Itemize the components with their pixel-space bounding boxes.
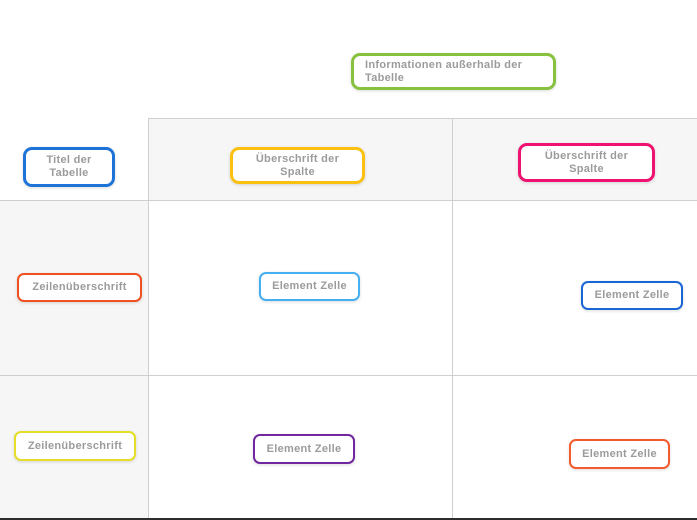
grid-line-row-divider [0,375,697,376]
row-header-column-background [0,200,148,520]
cell-label-1-1: Element Zelle [259,272,360,301]
table-title-label: Titel der Tabelle [23,147,115,187]
grid-line-header-bottom [0,200,697,201]
grid-line-column-divider-1 [148,118,149,520]
outside-info-label: Informationen außerhalb der Tabelle [351,53,556,90]
cell-label-2-2: Element Zelle [569,439,670,469]
cell-label-1-2: Element Zelle [581,281,683,310]
row-header-label-2: Zeilenüberschrift [14,431,136,461]
grid-line-column-divider-2 [452,118,453,520]
column-header-label-2: Überschrift der Spalte [518,143,655,182]
cell-label-2-1: Element Zelle [253,434,355,464]
grid-line-table-top [148,118,697,119]
table-bottom-edge [0,518,697,520]
row-header-label-1: Zeilenüberschrift [17,273,142,302]
column-header-label-1: Überschrift der Spalte [230,147,365,184]
